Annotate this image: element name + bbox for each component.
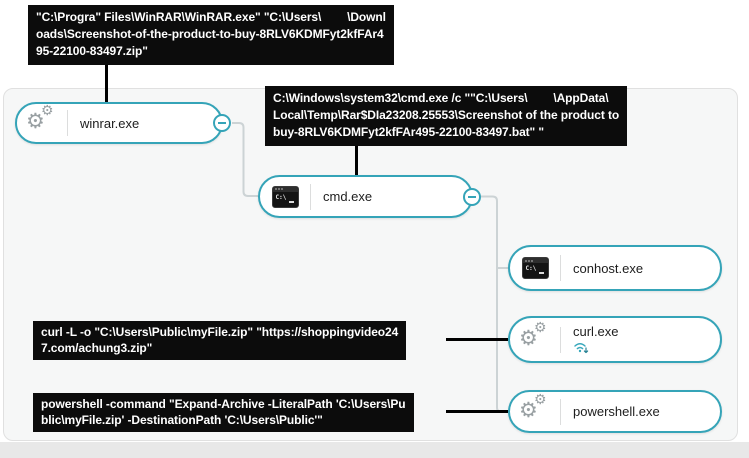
collapse-button[interactable]	[463, 187, 481, 206]
command-tooltip-cmd: C:\Windows\system32\cmd.exe /c ""C:\User…	[265, 86, 628, 146]
process-node-conhost[interactable]: C:\ conhost.exe	[508, 245, 722, 291]
page-background-strip	[0, 442, 749, 458]
command-tooltip-curl: curl -L -o "C:\Users\Public\myFile.zip" …	[33, 321, 407, 360]
command-tooltip-powershell: powershell -command "Expand-Archive -Lit…	[33, 393, 414, 432]
gear-icon: ⚙	[41, 102, 54, 118]
terminal-icon: C:\	[260, 185, 310, 208]
terminal-prompt-text: C:\	[525, 265, 537, 272]
process-name-label: winrar.exe	[80, 115, 140, 131]
process-name-label: curl.exe	[573, 323, 619, 339]
terminal-cursor	[288, 200, 294, 203]
process-name-label: cmd.exe	[323, 189, 373, 204]
network-download-icon	[574, 343, 589, 354]
divider	[310, 183, 311, 210]
gear-icon: ⚙	[519, 398, 538, 422]
process-node-cmd[interactable]: C:\ cmd.exe	[258, 175, 481, 218]
terminal-prompt-text: C:\	[275, 193, 287, 201]
process-node-powershell[interactable]: ⚙ ⚙ powershell.exe	[508, 390, 722, 433]
minus-icon	[468, 195, 476, 198]
gear-icon: ⚙	[534, 318, 547, 335]
gear-icon: ⚙	[26, 110, 45, 133]
command-tooltip-winrar: "C:\Progra" Files\WinRAR\WinRAR.exe" "C:…	[28, 5, 394, 65]
divider	[560, 255, 561, 281]
gears-icon: ⚙ ⚙	[510, 392, 560, 427]
divider	[560, 398, 561, 425]
divider	[560, 326, 561, 353]
process-node-winrar[interactable]: ⚙ ⚙ winrar.exe	[15, 102, 231, 144]
gear-icon: ⚙	[519, 326, 538, 350]
process-name-label: conhost.exe	[573, 260, 644, 276]
collapse-button[interactable]	[213, 114, 231, 132]
process-name-label: powershell.exe	[573, 404, 660, 419]
gears-icon: ⚙ ⚙	[510, 320, 560, 355]
gears-icon: ⚙ ⚙	[17, 103, 67, 138]
divider	[67, 110, 68, 136]
terminal-cursor	[538, 272, 544, 274]
gear-icon: ⚙	[534, 390, 547, 407]
minus-icon	[218, 122, 226, 124]
terminal-icon: C:\	[510, 257, 560, 279]
process-node-curl[interactable]: ⚙ ⚙ curl.exe	[508, 316, 722, 363]
